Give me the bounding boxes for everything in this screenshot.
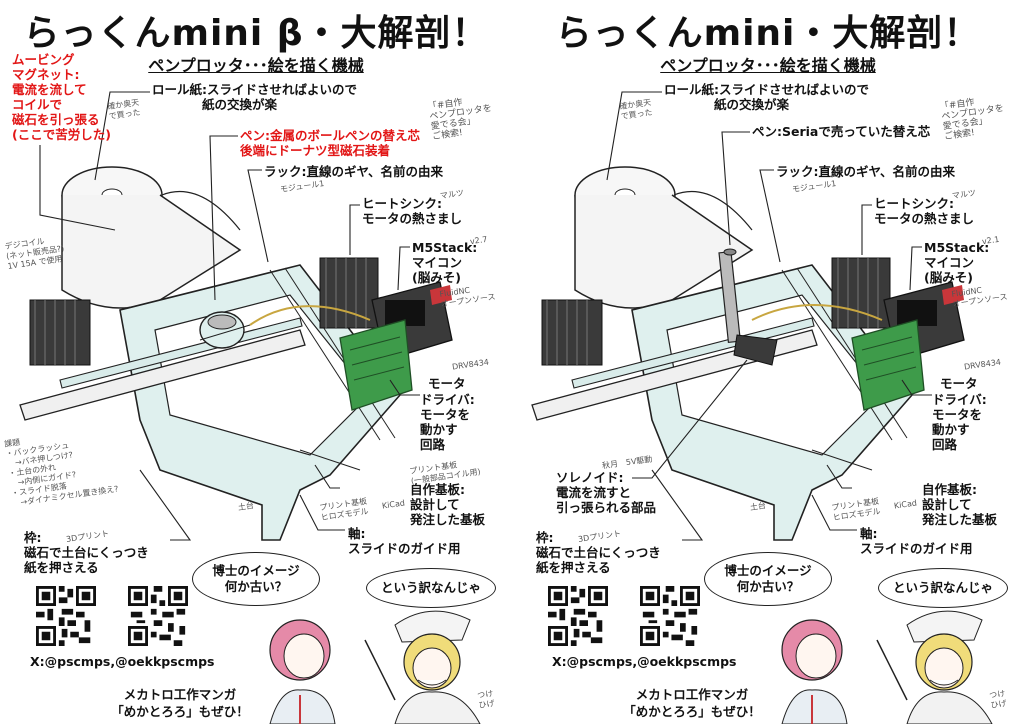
footer-text: メカトロ工作マンガ 「めかとろろ」もぜひ！ — [111, 687, 249, 719]
page-subtitle: ペンプロッタ･･･絵を描く機械 — [148, 56, 364, 75]
speech-bubble-hakase: 博士のイメージ 何か古い？ — [192, 552, 320, 606]
label-driver: ドライバ: モータを 動かす 回路 — [932, 392, 987, 452]
heatsink-right-illustration — [831, 257, 891, 329]
pcb-illustration — [339, 319, 413, 411]
carriage-illustration — [199, 311, 251, 349]
heatsink-right-illustration — [319, 257, 379, 329]
frame-illustration — [631, 264, 914, 541]
label-motor: モータ — [940, 376, 978, 391]
page-title: らっくんmini・大解剖！ — [555, 13, 981, 54]
label-roll-paper: ロール紙:スライドさせればよいので 紙の交換が楽 — [152, 82, 357, 112]
label-roll-paper: ロール紙:スライドさせればよいので 紙の交換が楽 — [664, 82, 869, 112]
label-frame: 枠: 磁石で土台にくっつき 紙を押さえる — [24, 530, 149, 575]
label-pen: ペン:金属のボールペンの替え芯 後端にドーナツ型磁石装着 — [240, 128, 420, 158]
speech-bubble-reply: という訳なんじゃ — [366, 568, 496, 608]
speech-bubble-hakase: 博士のイメージ 何か古い？ — [704, 552, 832, 606]
label-rack: ラック:直線のギヤ、名前の由来 — [776, 164, 955, 179]
character-girl-illustration — [781, 619, 848, 724]
label-rack: ラック:直線のギヤ、名前の由来 — [264, 164, 443, 179]
label-driver: ドライバ: モータを 動かす 回路 — [420, 392, 475, 452]
solenoid-illustration — [718, 248, 778, 366]
plotter-illustration — [531, 91, 993, 724]
label-pen: ペン:Seriaで売っていた替え芯 — [752, 124, 931, 139]
rack-illustration — [269, 267, 396, 471]
qr-code-icon[interactable] — [640, 586, 700, 646]
roll-paper-illustration — [574, 166, 754, 309]
character-hakase-illustration — [364, 610, 481, 724]
roll-paper-illustration — [61, 166, 242, 309]
label-heatsink: ヒートシンク: モータの熱さまし — [362, 196, 463, 226]
label-m5stack: M5Stack: マイコン (脳みそ) — [924, 240, 990, 285]
label-pcb: 自作基板: 設計して 発注した基板 — [410, 482, 486, 527]
note-beard: つけ ひげ — [988, 688, 1008, 711]
character-hakase-illustration — [876, 610, 993, 724]
label-shaft: 軸: スライドのガイド用 — [348, 526, 461, 556]
note-beard: つけ ひげ — [476, 688, 496, 711]
leader-lines — [606, 91, 932, 541]
wire-illustration — [249, 305, 371, 326]
label-shaft: 軸: スライドのガイド用 — [860, 526, 973, 556]
character-girl-illustration — [269, 619, 336, 724]
plotter-illustration — [19, 91, 481, 724]
rack-illustration — [781, 267, 908, 471]
wire-illustration — [751, 304, 883, 321]
page-title: らっくんmini β・大解剖！ — [23, 13, 489, 54]
label-motor: モータ — [428, 376, 466, 391]
panel-mini-beta: らっくんmini β・大解剖！ ペンプロッタ･･･絵を描く機械 — [3, 13, 496, 724]
label-pcb: 自作基板: 設計して 発注した基板 — [922, 482, 998, 527]
heatsink-left-illustration — [541, 299, 603, 366]
label-heatsink: ヒートシンク: モータの熱さまし — [874, 196, 975, 226]
pcb-illustration — [851, 319, 925, 411]
social-handle: X:@pscmps,@oekkpscmps — [552, 654, 737, 669]
social-handle: X:@pscmps,@oekkpscmps — [30, 654, 215, 669]
frame-illustration — [119, 264, 402, 541]
label-frame: 枠: 磁石で土台にくっつき 紙を押さえる — [536, 530, 661, 575]
label-solenoid: ソレノイド: 電流を流すと 引っ張られる部品 — [556, 470, 657, 515]
label-m5stack: M5Stack: マイコン (脳みそ) — [412, 240, 478, 285]
heatsink-left-illustration — [29, 299, 91, 366]
leader-lines — [39, 91, 420, 541]
page-subtitle: ペンプロッタ･･･絵を描く機械 — [660, 56, 876, 75]
qr-code-icon[interactable] — [128, 586, 188, 646]
note-issues: 課題 ・バックラッシュ →バネ押しつけ? ・土台の外れ →内側にガイド? ・スラ… — [3, 437, 120, 509]
speech-bubble-reply: という訳なんじゃ — [878, 568, 1008, 608]
qr-code-icon[interactable] — [36, 586, 96, 646]
footer-text: メカトロ工作マンガ 「めかとろろ」もぜひ！ — [623, 687, 761, 719]
label-moving-magnet: ムービング マグネット: 電流を流して コイルで 磁石を引っ張る (ここで苦労し… — [12, 52, 111, 142]
panel-mini: らっくんmini・大解剖！ ペンプロッタ･･･絵を描く機械 — [512, 0, 1024, 724]
qr-code-icon[interactable] — [548, 586, 608, 646]
